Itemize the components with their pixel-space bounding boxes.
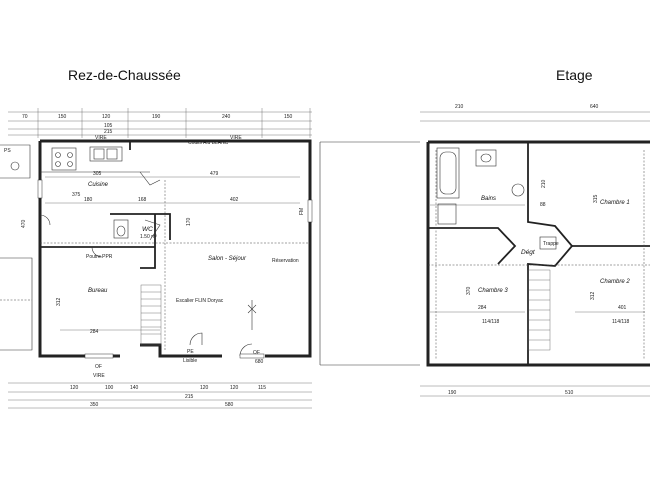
ceiling-label: 114/118: [482, 319, 500, 325]
inner-dim: 401: [618, 305, 627, 311]
inner-dim: 284: [478, 305, 487, 311]
inner-dim: 284: [90, 329, 99, 335]
bottom-dim: 120: [230, 385, 239, 391]
bottom-dim-2: 215: [185, 394, 194, 400]
room-living: Salon - Séjour: [208, 256, 247, 262]
worktop-label: Coulis Alu BLANC: [188, 140, 229, 146]
top-dim-2: 215: [104, 129, 113, 135]
room-bedroom1: Chambre 1: [600, 200, 630, 206]
side-dim: 312: [56, 297, 62, 306]
inner-dim: 479: [210, 171, 219, 177]
top-dim: 240: [222, 114, 231, 120]
window-label: OF: [95, 364, 102, 370]
inner-dim: 180: [84, 197, 93, 203]
upper-floor-plan: 210 640: [319, 104, 650, 397]
window-label: VIRE: [93, 373, 105, 379]
stairs-label: Escalier FLIN Doryac: [176, 298, 224, 304]
ground-floor-plan: 70 150 120 190 240 150 105 215: [0, 108, 313, 409]
inner-dim: 370: [466, 286, 472, 295]
window-label: VIRE: [230, 135, 242, 141]
top-dim: 190: [152, 114, 161, 120]
bottom-dim: 190: [448, 390, 457, 396]
reservation-label: Réservation: [272, 258, 299, 264]
window-label: PE: [187, 349, 194, 355]
lisible-label: Lisible: [183, 358, 197, 364]
top-dim: 150: [284, 114, 293, 120]
window-label: PS: [4, 148, 11, 154]
inner-dim: 315: [593, 194, 599, 203]
room-wc: WC: [142, 226, 153, 233]
room-kitchen: Cuisine: [88, 182, 109, 188]
top-dim-2: 105: [104, 123, 113, 129]
top-dim: 640: [590, 104, 599, 110]
bottom-dim: 510: [565, 390, 574, 396]
window-label: FM: [299, 208, 305, 215]
bottom-dim-2: 580: [225, 402, 234, 408]
bottom-dim: 120: [70, 385, 79, 391]
inner-dim: 312: [590, 291, 596, 300]
top-dim: 150: [58, 114, 67, 120]
top-dim: 210: [455, 104, 464, 110]
closet-label: Poutre PPR: [86, 254, 113, 260]
room-bedroom2: Chambre 2: [600, 279, 630, 285]
hatch-label: Trappe: [543, 241, 559, 247]
upper-floor-title: Etage: [556, 67, 593, 83]
side-dim: 375: [72, 192, 81, 198]
inner-dim: 210: [541, 179, 547, 188]
side-dim: 470: [21, 219, 27, 228]
top-dim: 120: [102, 114, 111, 120]
bottom-dim: 140: [130, 385, 139, 391]
ceiling-label: 114/118: [612, 319, 630, 325]
room-bath: Bains: [481, 196, 496, 202]
top-dim: 70: [22, 114, 28, 120]
inner-dim: 680: [255, 359, 264, 365]
inner-dim: 168: [138, 197, 147, 203]
inner-dim: 305: [93, 171, 102, 177]
bottom-dim: 120: [200, 385, 209, 391]
window-label: VIRE: [95, 135, 107, 141]
inner-dim: 88: [540, 202, 546, 208]
room-landing: Dégt: [521, 249, 536, 256]
ground-floor-title: Rez-de-Chaussée: [68, 67, 181, 83]
inner-dim: 402: [230, 197, 239, 203]
bottom-dim: 115: [258, 385, 266, 391]
bottom-dim-2: 350: [90, 402, 99, 408]
window-label: OF: [253, 350, 260, 356]
bottom-dim: 100: [105, 385, 114, 391]
room-wc-area: 1.50 m²: [140, 234, 157, 240]
room-office: Bureau: [88, 288, 108, 294]
room-bedroom3: Chambre 3: [478, 288, 508, 294]
side-dim: 170: [186, 217, 192, 226]
